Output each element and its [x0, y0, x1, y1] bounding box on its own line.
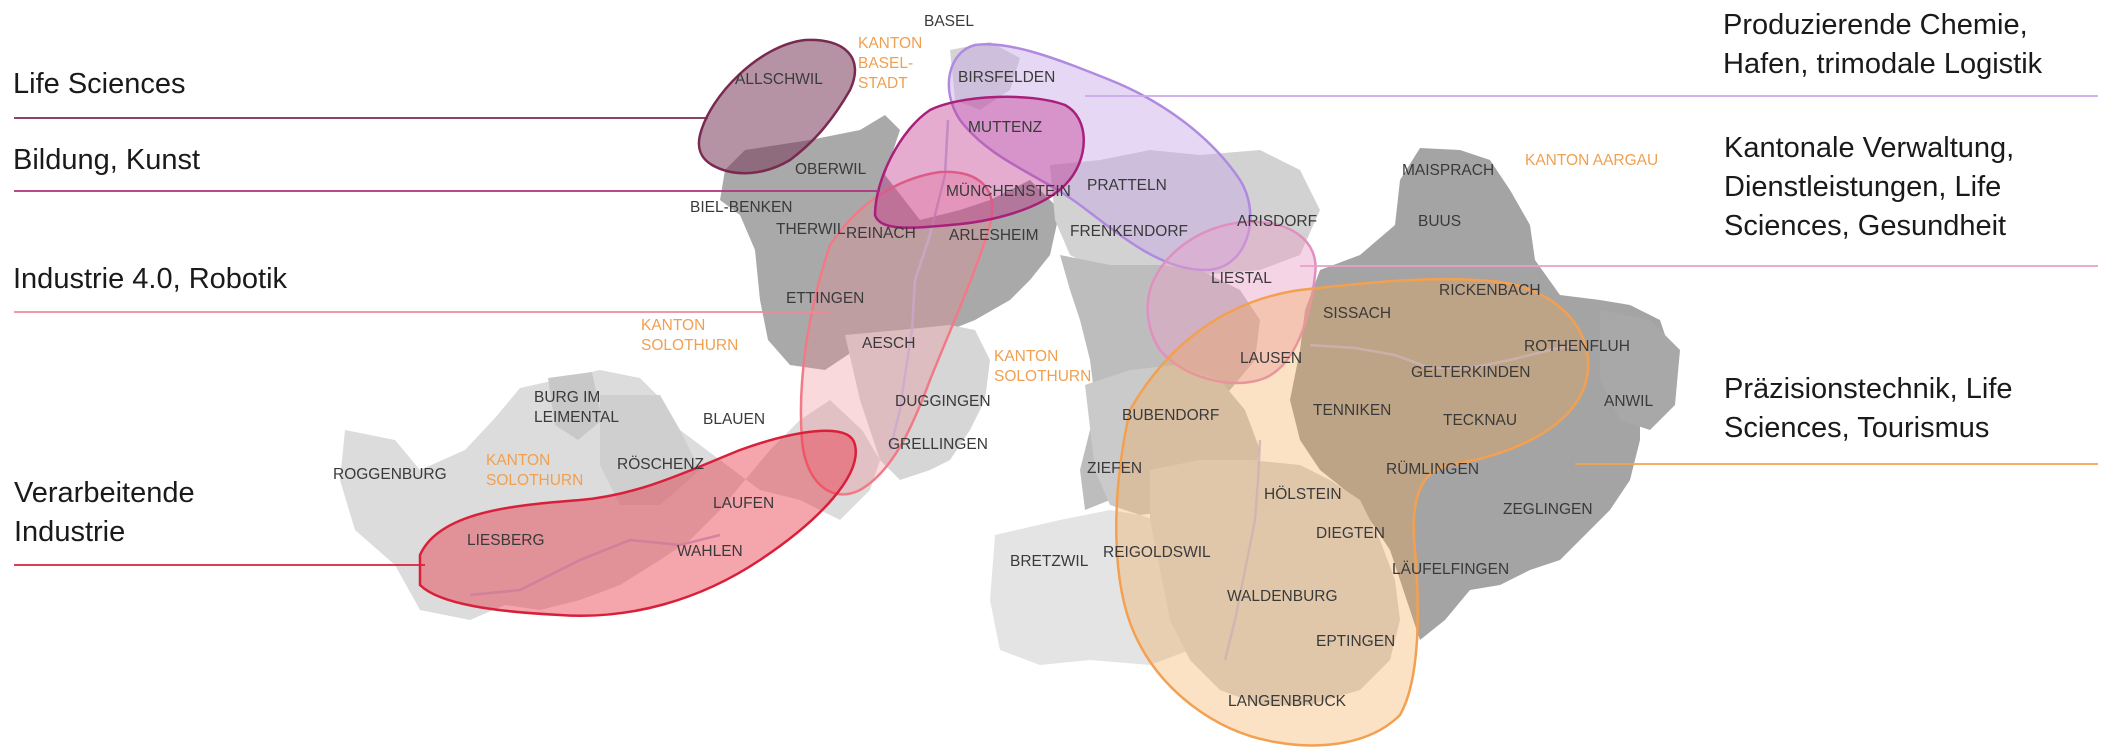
- region-burg: [548, 372, 602, 440]
- town-allschwil: ALLSCHWIL: [735, 71, 823, 88]
- town-anwil: ANWIL: [1604, 393, 1653, 410]
- town-roeschenz: RÖSCHENZ: [617, 455, 704, 473]
- cluster-industrie: [799, 170, 994, 496]
- region-oberbaselbiet: [1290, 148, 1670, 640]
- town-tenniken: TENNIKEN: [1313, 402, 1391, 419]
- town-laeufelfingen: LÄUFELFINGEN: [1392, 561, 1509, 578]
- town-muenchenstein: MÜNCHENSTEIN: [946, 182, 1071, 200]
- river-laufental: [469, 533, 721, 597]
- region-birstal: [845, 325, 990, 480]
- cluster-verwaltung: [1146, 220, 1317, 385]
- town-diegten: DIEGTEN: [1316, 525, 1385, 542]
- region-bretzwil: [990, 510, 1200, 665]
- town-buus: BUUS: [1418, 213, 1461, 230]
- river-frenke: [1223, 439, 1262, 661]
- town-ruemlingen: RÜMLINGEN: [1386, 460, 1479, 478]
- town-basel: BASEL: [924, 13, 974, 30]
- canton-solothurn-2: KANTON SOLOTHURN: [994, 348, 1091, 385]
- town-biel-benken: BIEL-BENKEN: [690, 199, 793, 216]
- town-burg-im-leimental: BURG IM LEIMENTAL: [534, 389, 619, 426]
- label-industrie-robotik: Industrie 4.0, Robotik: [13, 263, 288, 295]
- town-duggingen: DUGGINGEN: [895, 393, 991, 410]
- town-aesch: AESCH: [862, 335, 915, 352]
- town-eptingen: EPTINGEN: [1316, 633, 1395, 650]
- label-verarbeitende-industrie: Verarbeitende Industrie: [14, 477, 195, 548]
- town-sissach: SISSACH: [1323, 305, 1391, 322]
- town-oberwil: OBERWIL: [795, 161, 867, 178]
- cluster-life-sciences: [697, 38, 857, 175]
- town-reigoldswil: REIGOLDSWIL: [1103, 544, 1211, 561]
- town-zeglingen: ZEGLINGEN: [1503, 501, 1593, 518]
- region-basel: [950, 42, 1020, 110]
- town-ettingen: ETTINGEN: [786, 290, 864, 307]
- town-birsfelden: BIRSFELDEN: [958, 69, 1055, 86]
- town-rickenbach: RICKENBACH: [1439, 282, 1541, 299]
- cluster-bildung: [873, 95, 1085, 229]
- cluster-chemie: [947, 43, 1252, 272]
- town-arisdorf: ARISDORF: [1237, 213, 1317, 230]
- town-grellingen: GRELLINGEN: [888, 436, 988, 453]
- label-praezisionstechnik: Präzisionstechnik, Life Sciences, Touris…: [1724, 373, 2013, 444]
- town-liesberg: LIESBERG: [467, 532, 545, 549]
- town-hoelstein: HÖLSTEIN: [1264, 485, 1342, 503]
- clusters: [418, 38, 1590, 747]
- cluster-praezision: [1115, 277, 1590, 747]
- town-laufen: LAUFEN: [713, 495, 774, 512]
- leader-lines: [14, 95, 2098, 566]
- town-labels: BASEL ALLSCHWIL BIRSFELDEN MUTTENZ OBERW…: [333, 13, 1653, 710]
- town-langenbruck: LANGENBRUCK: [1228, 693, 1347, 710]
- label-produzierende-chemie: Produzierende Chemie, Hafen, trimodale L…: [1723, 9, 2043, 80]
- town-liestal: LIESTAL: [1211, 270, 1272, 287]
- canton-aargau: KANTON AARGAU: [1525, 152, 1658, 169]
- town-therwil: THERWIL: [776, 221, 846, 238]
- town-reinach: REINACH: [846, 225, 916, 242]
- town-bretzwil: BRETZWIL: [1010, 553, 1089, 570]
- label-life-sciences: Life Sciences: [13, 68, 186, 100]
- town-arlesheim: ARLESHEIM: [949, 227, 1039, 244]
- town-maisprach: MAISPRACH: [1402, 162, 1494, 179]
- region-pratteln: [1050, 150, 1320, 275]
- label-kantonale-verwaltung: Kantonale Verwaltung, Dienstleistungen, …: [1724, 132, 2015, 242]
- town-frenkendorf: FRENKENDORF: [1070, 223, 1188, 240]
- town-roggenburg: ROGGENBURG: [333, 466, 447, 483]
- town-ziefen: ZIEFEN: [1087, 460, 1142, 477]
- label-bildung-kunst: Bildung, Kunst: [13, 144, 201, 176]
- region-anwil: [1600, 310, 1680, 430]
- region-leimental: [720, 115, 1060, 370]
- town-muttenz: MUTTENZ: [968, 119, 1042, 136]
- town-blauen: BLAUEN: [703, 411, 765, 428]
- town-rothenfluh: ROTHENFLUH: [1524, 338, 1630, 355]
- river-birs: [888, 119, 950, 451]
- region-waldenburg: [1150, 460, 1400, 705]
- rivers: [469, 119, 1576, 661]
- cluster-verarbeitende: [418, 429, 858, 617]
- town-waldenburg: WALDENBURG: [1227, 588, 1338, 605]
- town-wahlen: WAHLEN: [677, 543, 743, 560]
- canton-solothurn-1: KANTON SOLOTHURN: [641, 317, 738, 354]
- town-gelterkinden: GELTERKINDEN: [1411, 364, 1530, 381]
- region-base: [340, 42, 1680, 705]
- town-pratteln: PRATTELN: [1087, 177, 1167, 194]
- canton-solothurn-3: KANTON SOLOTHURN: [486, 452, 583, 489]
- canton-labels: KANTON BASEL- STADT KANTON AARGAU KANTON…: [486, 35, 1658, 489]
- town-bubendorf: BUBENDORF: [1122, 407, 1219, 424]
- town-tecknau: TECKNAU: [1443, 412, 1517, 429]
- river-ergolz: [1309, 343, 1576, 370]
- canton-basel-stadt: KANTON BASEL- STADT: [858, 35, 927, 92]
- town-lausen: LAUSEN: [1240, 350, 1302, 367]
